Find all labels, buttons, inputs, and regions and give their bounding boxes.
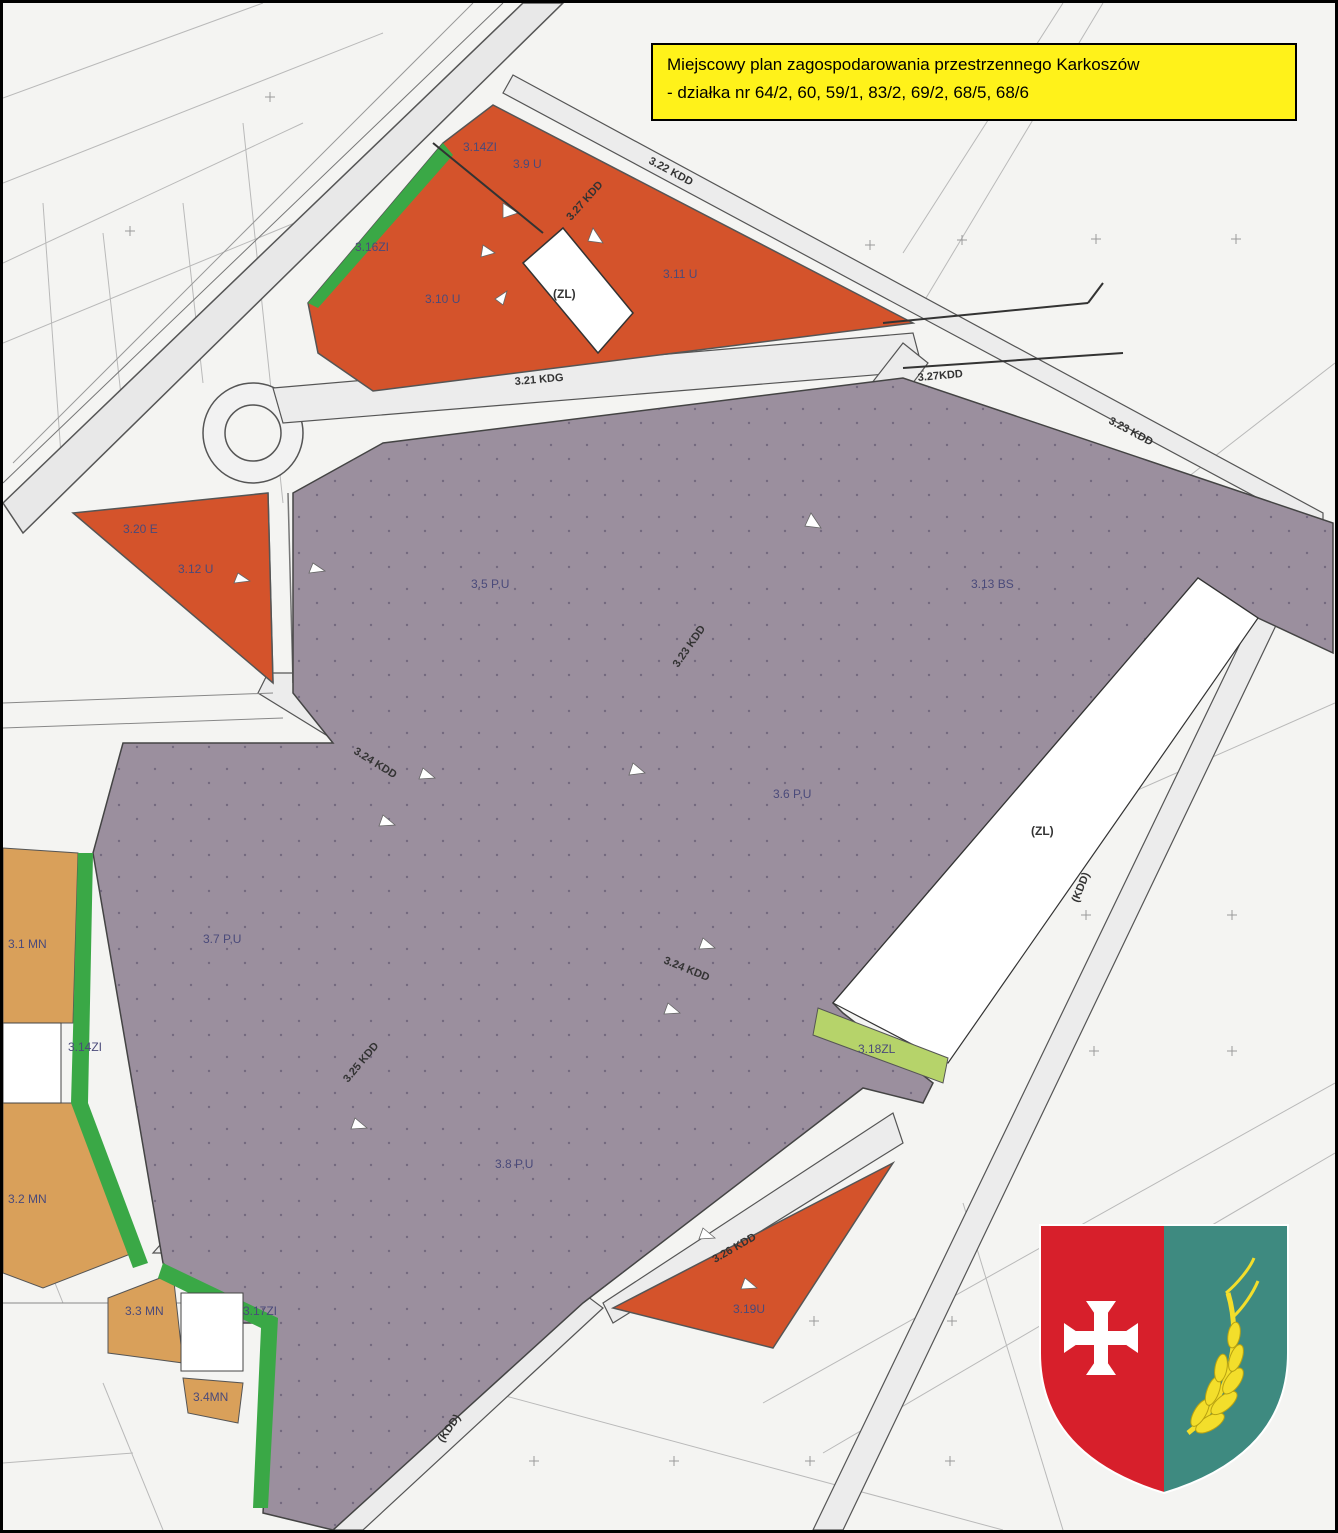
maltese-cross-icon [1064,1301,1138,1375]
map-title-line-2: - działka nr 64/2, 60, 59/1, 83/2, 69/2,… [667,83,1029,102]
zone-pu-dots [93,378,1333,1530]
zone-3-3-mn [107,1272,184,1364]
building-plot-west [3,1022,62,1104]
label-3-7-pu: 3.7 P,U [203,932,241,946]
map-title-line-1: Miejscowy plan zagospodarowania przestrz… [667,55,1140,74]
label-3-14-zi-n: 3.14ZI [463,140,497,154]
power-lines [432,142,1124,369]
label-3-5-pu: 3.5 P,U [471,577,509,591]
label-3-3-mn: 3.3 MN [125,1304,164,1318]
wheat-ear-icon [1186,1257,1260,1435]
label-3-9-u: 3.9 U [513,157,542,171]
map-title-box: Miejscowy plan zagospodarowania przestrz… [651,43,1297,121]
zone-polygons [3,104,1334,1530]
label-3-6-pu: 3.6 P,U [773,787,811,801]
label-3-19-u: 3.19U [733,1302,765,1316]
building-plot [180,1292,244,1372]
label-3-8-pu: 3.8 P,U [495,1157,533,1171]
label-3-4-mn: 3.4MN [193,1390,228,1404]
label-zl-east: (ZL) [1031,824,1054,838]
label-3-16-zi: 3.16ZI [355,240,389,254]
access-arrows [233,202,822,1290]
label-3-18-zl: 3.18ZL [858,1042,896,1056]
zone-labels: 3.9 U 3.10 U 3.11 U 3.14ZI 3.16ZI (ZL) 3… [8,140,1054,1404]
label-3-21-kdg: 3.21 KDG [514,372,564,388]
label-3-17-zi: 3.17ZI [243,1304,277,1318]
label-3-12-u: 3.12 U [178,562,213,576]
zl-forest-east [832,577,1259,1064]
label-3-11-u: 3.11 U [663,267,697,281]
zone-3-16-zi [308,143,453,308]
zone-3-1-mn [3,847,79,1024]
zl-clearing-north [521,226,634,355]
label-3-1-mn: 3.1 MN [8,937,47,951]
label-3-10-u: 3.10 U [425,292,460,306]
coat-of-arms-icon [1039,1224,1289,1495]
label-3-27-kdd-e: 3.27KDD [917,368,963,384]
zone-3-17-zi [158,1263,278,1508]
label-zl-north: (ZL) [553,287,576,301]
label-3-13-bs: 3.13 BS [971,577,1014,591]
zone-3-19-u [610,1161,896,1349]
zone-3-14-zi [71,853,148,1268]
label-3-20-e: 3.20 E [123,522,158,536]
label-3-14-zi-w: 3.14ZI [68,1040,102,1054]
zone-3-18-zl [812,1007,949,1084]
zone-3-12-u [71,492,274,685]
zoning-map: 3.9 U 3.10 U 3.11 U 3.14ZI 3.16ZI (ZL) 3… [3,3,1335,1530]
survey-crosses [125,92,1241,1466]
zone-3-4-mn [182,1377,244,1424]
label-3-2-mn: 3.2 MN [8,1192,47,1206]
